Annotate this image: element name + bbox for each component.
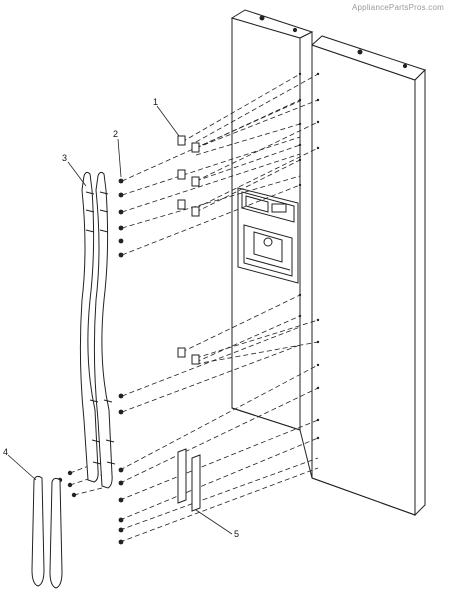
handle-trim-strips [32,476,62,588]
callout-3: 3 [62,153,68,163]
handle-end-caps [178,449,200,511]
leader-lines-left-door [122,74,300,412]
mounting-clips [178,136,199,364]
leader-lines-right-door [70,74,318,542]
door-handles [80,172,115,488]
screws [57,178,124,545]
fresh-food-handle [94,172,112,488]
callout-1: 1 [153,97,159,107]
door-mounting-holes [298,72,320,440]
callout-4: 4 [3,447,9,457]
freezer-door-edge [300,32,312,478]
refrigerator-doors [232,10,425,515]
ice-water-dispenser [238,188,298,283]
callout-2: 2 [113,129,119,139]
fresh-food-door-side [415,70,425,515]
fresh-food-door-face [312,45,415,515]
callout-leaders [8,106,232,534]
freezer-handle [80,172,98,482]
callout-5: 5 [234,529,240,539]
watermark-text: AppliancePartsPros.com [352,3,444,12]
